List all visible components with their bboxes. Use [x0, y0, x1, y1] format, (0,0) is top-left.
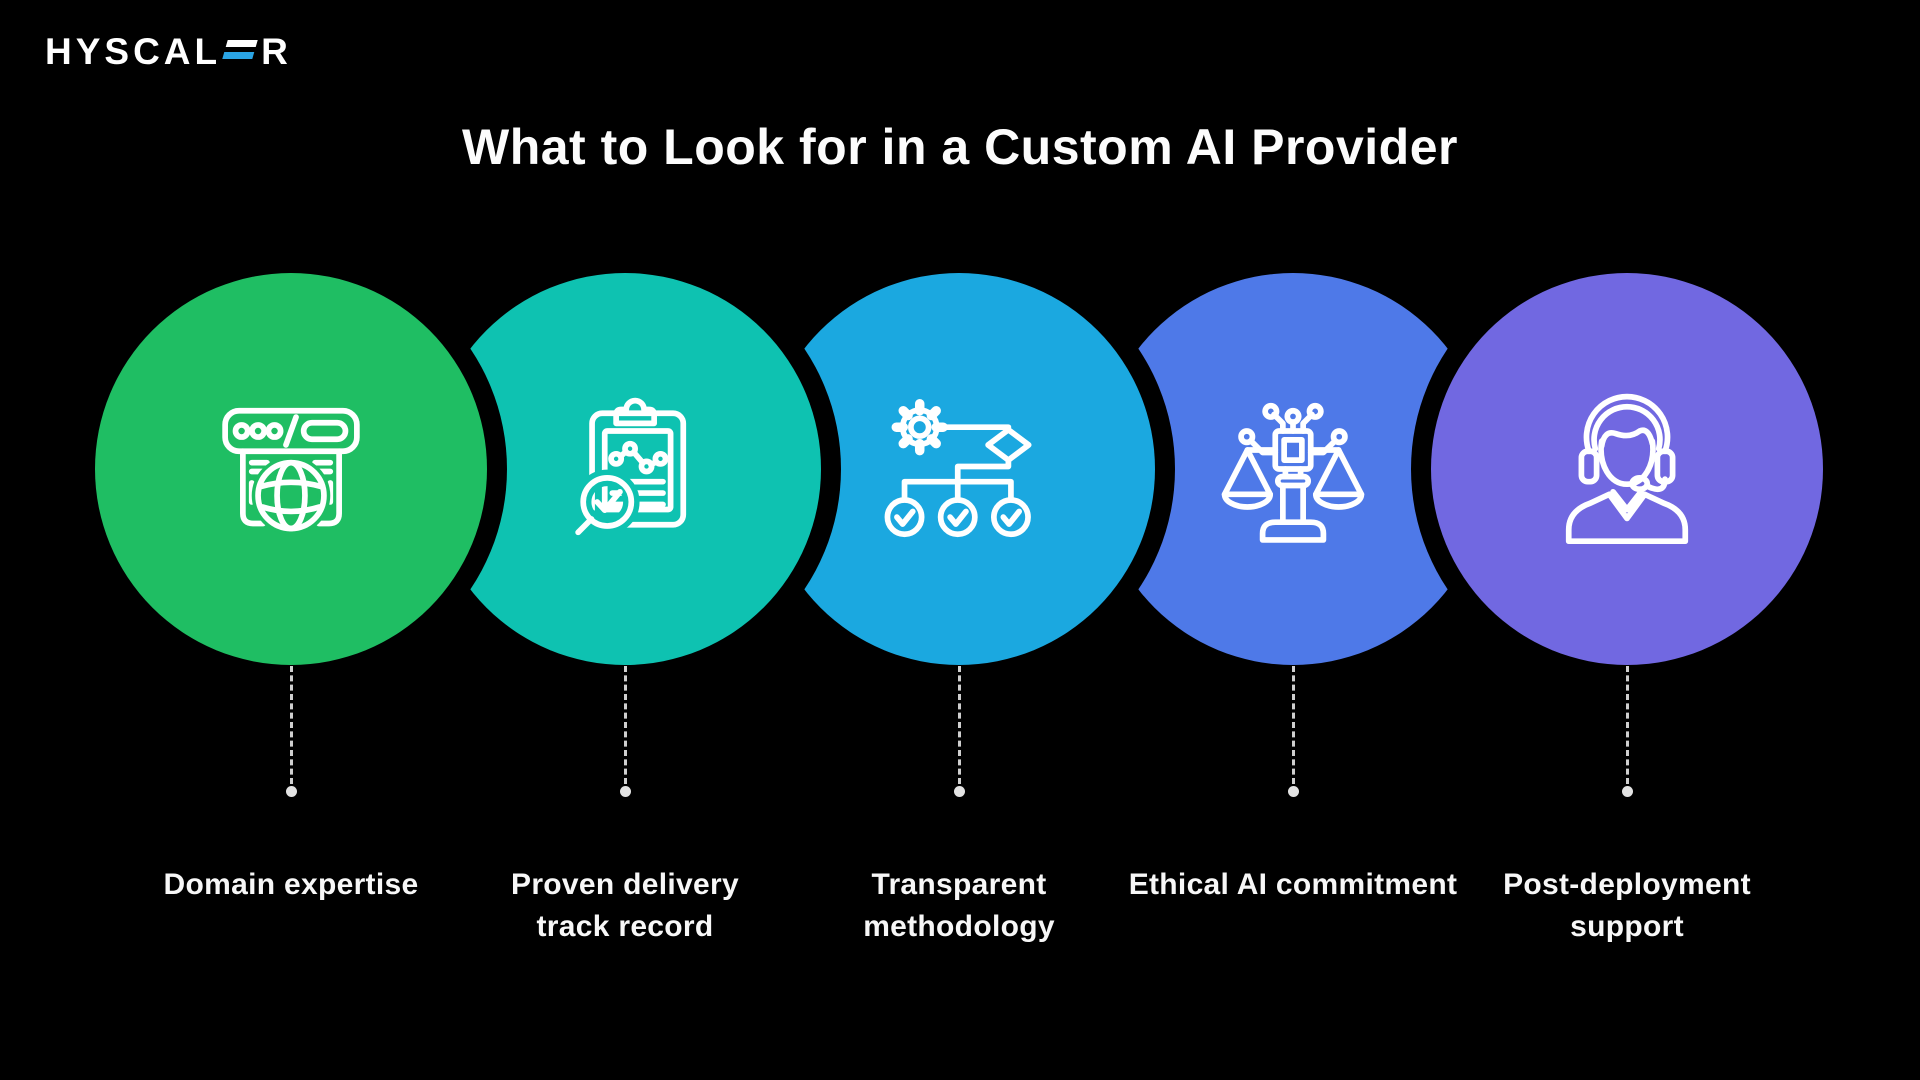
label-line-2: track record	[536, 910, 714, 943]
logo-text-suffix: R	[261, 31, 292, 72]
label-line-1: Domain expertise	[163, 868, 419, 901]
connector-line	[957, 666, 961, 784]
connector-line	[1291, 666, 1295, 784]
label-line-1: Post-deployment	[1503, 868, 1751, 901]
connector-line	[623, 666, 627, 784]
item-label: Transparent methodology	[749, 864, 1169, 948]
scales-chip-icon	[1221, 402, 1365, 543]
item-label: Proven delivery track record	[415, 864, 835, 948]
provider-circle	[1097, 273, 1489, 665]
label-line-2: support	[1570, 910, 1684, 943]
connector-dot	[619, 786, 631, 797]
label-line-1: Ethical AI commitment	[1128, 868, 1458, 901]
logo-bar-bottom	[222, 51, 255, 59]
label-line-1: Proven delivery	[511, 868, 739, 901]
connector-dot	[1287, 786, 1299, 797]
provider-circle	[1431, 273, 1823, 665]
clipboard-search-icon	[568, 397, 687, 542]
flowchart-gear-icon	[884, 399, 1032, 538]
page-title: What to Look for in a Custom AI Provider	[462, 119, 1458, 175]
connector-dot	[953, 786, 965, 797]
item-label: Ethical AI commitment	[1083, 864, 1503, 906]
label-line-1: Transparent	[871, 868, 1047, 901]
provider-circle	[95, 273, 487, 665]
connector-line	[289, 666, 293, 784]
logo-text-prefix: HYSCAL	[45, 31, 222, 72]
logo: HYSCAL R	[45, 31, 292, 72]
connector-dot	[285, 786, 297, 797]
provider-circle	[429, 273, 821, 665]
logo-e-glyph	[222, 39, 258, 59]
provider-circle	[763, 273, 1155, 665]
logo-bar-top	[225, 39, 258, 47]
item-label: Post-deployment support	[1417, 864, 1837, 948]
connector-line	[1625, 666, 1629, 784]
support-agent-icon	[1565, 393, 1689, 545]
browser-globe-icon	[222, 407, 360, 535]
item-label: Domain expertise	[81, 864, 501, 906]
label-line-2: methodology	[863, 910, 1055, 943]
connector-dot	[1621, 786, 1633, 797]
